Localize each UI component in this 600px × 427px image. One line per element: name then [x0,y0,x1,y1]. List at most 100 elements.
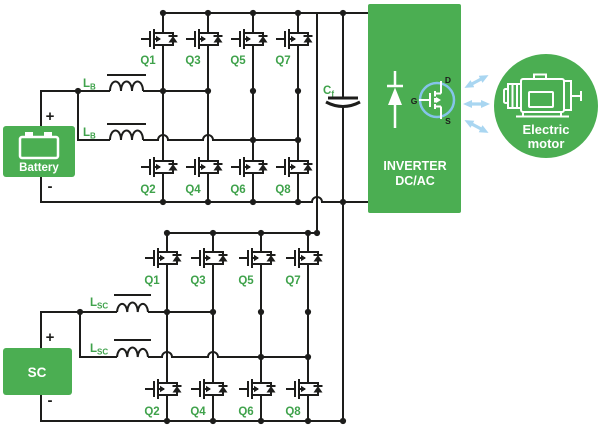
label-q8-bottom: Q8 [285,406,301,418]
junction-dot [294,198,302,206]
junction-dot [304,308,312,316]
mosfet-q8-sc [285,375,324,403]
ac-arrow-bottom [464,120,489,133]
junction-dot [257,229,265,237]
junction-dot [257,417,265,425]
label-q3-top: Q3 [185,55,200,67]
mosfet-gate-label: G [411,96,418,106]
label-q7-bottom: Q7 [285,275,300,287]
mosfet-q6-battery [230,153,269,181]
bottom-phase2-line-with-hops [148,351,308,358]
junction-dot [294,87,302,95]
battery-block: Battery + - [3,108,75,195]
junction-dot [294,9,302,17]
inverter-title-line1: INVERTER [383,159,446,173]
inverter-box [368,4,461,213]
mosfet-q8-battery [275,153,314,181]
inverter-block: G D S INVERTER DC/AC [368,4,461,213]
dc-link-cap-plate-bottom [325,100,361,108]
mosfet-q5-sc [238,244,277,272]
junction-dot [163,229,171,237]
switch-labels: Q1 Q3 Q5 Q7 Q2 Q4 Q6 Q8 Q1 Q3 Q5 Q7 Q2 Q… [140,55,301,418]
inductors-lb [107,74,146,141]
junction-dot [249,198,257,206]
ac-arrow-top [464,75,489,88]
junction-dot [249,136,257,144]
mosfet-q1-sc [144,244,183,272]
junction-dot [163,308,171,316]
label-lb1: LB [83,78,96,92]
label-q8-top: Q8 [275,184,291,196]
label-lsc1: LSC [90,297,108,311]
bottom-converter-wires [40,202,344,422]
label-q4-top: Q4 [185,184,201,196]
supercap-block: SC + - [3,329,72,409]
junction-dot [304,417,312,425]
battery-minus: - [48,178,53,195]
label-lb2: LB [83,127,96,141]
junction-dot [339,198,347,206]
junction-dot [204,198,212,206]
diode-icon [387,71,403,128]
mosfet-q2-sc [144,375,183,403]
junction-dot [339,9,347,17]
motor-label-line2: motor [528,136,565,151]
junction-dot [249,9,257,17]
junction-dots [74,9,347,425]
inverter-title-line2: DC/AC [395,174,435,188]
label-q5-top: Q5 [230,55,246,67]
label-q6-bottom: Q6 [238,406,253,418]
junction-dot [304,353,312,361]
sc-plus: + [46,329,55,346]
top-dc-bus-and-legs [40,12,368,233]
top-converter-mosfets [140,25,314,181]
battery-plus: + [46,108,55,125]
label-q1-top: Q1 [140,55,156,67]
label-q1-bottom: Q1 [144,275,160,287]
junction-dot [204,9,212,17]
junction-dot [209,308,217,316]
junction-dot [159,9,167,17]
mosfet-q4-sc [190,375,229,403]
junction-dot [74,87,82,95]
label-q4-bottom: Q4 [190,406,206,418]
mosfet-q7-sc [285,244,324,272]
battery-label: Battery [19,162,59,174]
sc-box [3,348,72,395]
junction-dot [257,353,265,361]
top-phase2-line-with-hops [143,134,298,141]
mosfet-q5-battery [230,25,269,53]
junction-dot [294,136,302,144]
motor-badge: Electric motor [494,54,598,158]
junction-dot [204,87,212,95]
label-q2-top: Q2 [140,184,155,196]
mosfet-q7-battery [275,25,314,53]
label-q7-top: Q7 [275,55,290,67]
mosfet-symbol-icon: G D S [411,75,456,126]
label-cf: Cf [323,85,334,99]
sc-label: SC [28,365,47,380]
battery-icon [18,132,60,160]
mosfet-q3-battery [185,25,224,53]
motor-label-line1: Electric [523,122,570,137]
bottom-converter-mosfets [144,244,324,403]
junction-dot [249,87,257,95]
mosfet-q1-battery [140,25,179,53]
junction-dot [159,198,167,206]
junction-dot [304,229,312,237]
mosfet-q6-sc [238,375,277,403]
label-q5-bottom: Q5 [238,275,254,287]
junction-dot [163,417,171,425]
junction-dot [159,87,167,95]
mosfet-q2-battery [140,153,179,181]
junction-dot [76,308,84,316]
junction-dot [313,229,321,237]
top-converter-wires [40,12,368,233]
junction-dot [257,308,265,316]
mosfet-q3-sc [190,244,229,272]
junction-dot [209,229,217,237]
mosfet-source-label: S [445,116,451,126]
mosfet-drain-label: D [445,75,451,85]
